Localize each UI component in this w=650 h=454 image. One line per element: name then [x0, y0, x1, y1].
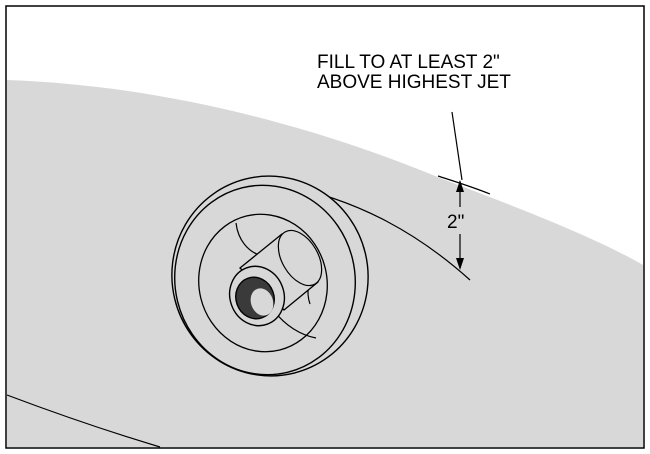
dimension-arrow-up-icon [456, 180, 464, 192]
tub-rim-line [6, 394, 161, 448]
jet-assembly [171, 175, 369, 377]
dimension-arrow-down-icon [456, 258, 464, 270]
callout-line-2: ABOVE HIGHEST JET [317, 72, 511, 93]
callout-line-1: FILL TO AT LEAST 2" [317, 52, 500, 73]
fill-instruction-callout: FILL TO AT LEAST 2" ABOVE HIGHEST JET [317, 53, 511, 93]
jet-nozzle-bore-highlight [250, 288, 274, 316]
leader-line [451, 111, 463, 181]
dimension-label: 2" [447, 212, 465, 233]
jet-nozzle-back [277, 229, 323, 287]
